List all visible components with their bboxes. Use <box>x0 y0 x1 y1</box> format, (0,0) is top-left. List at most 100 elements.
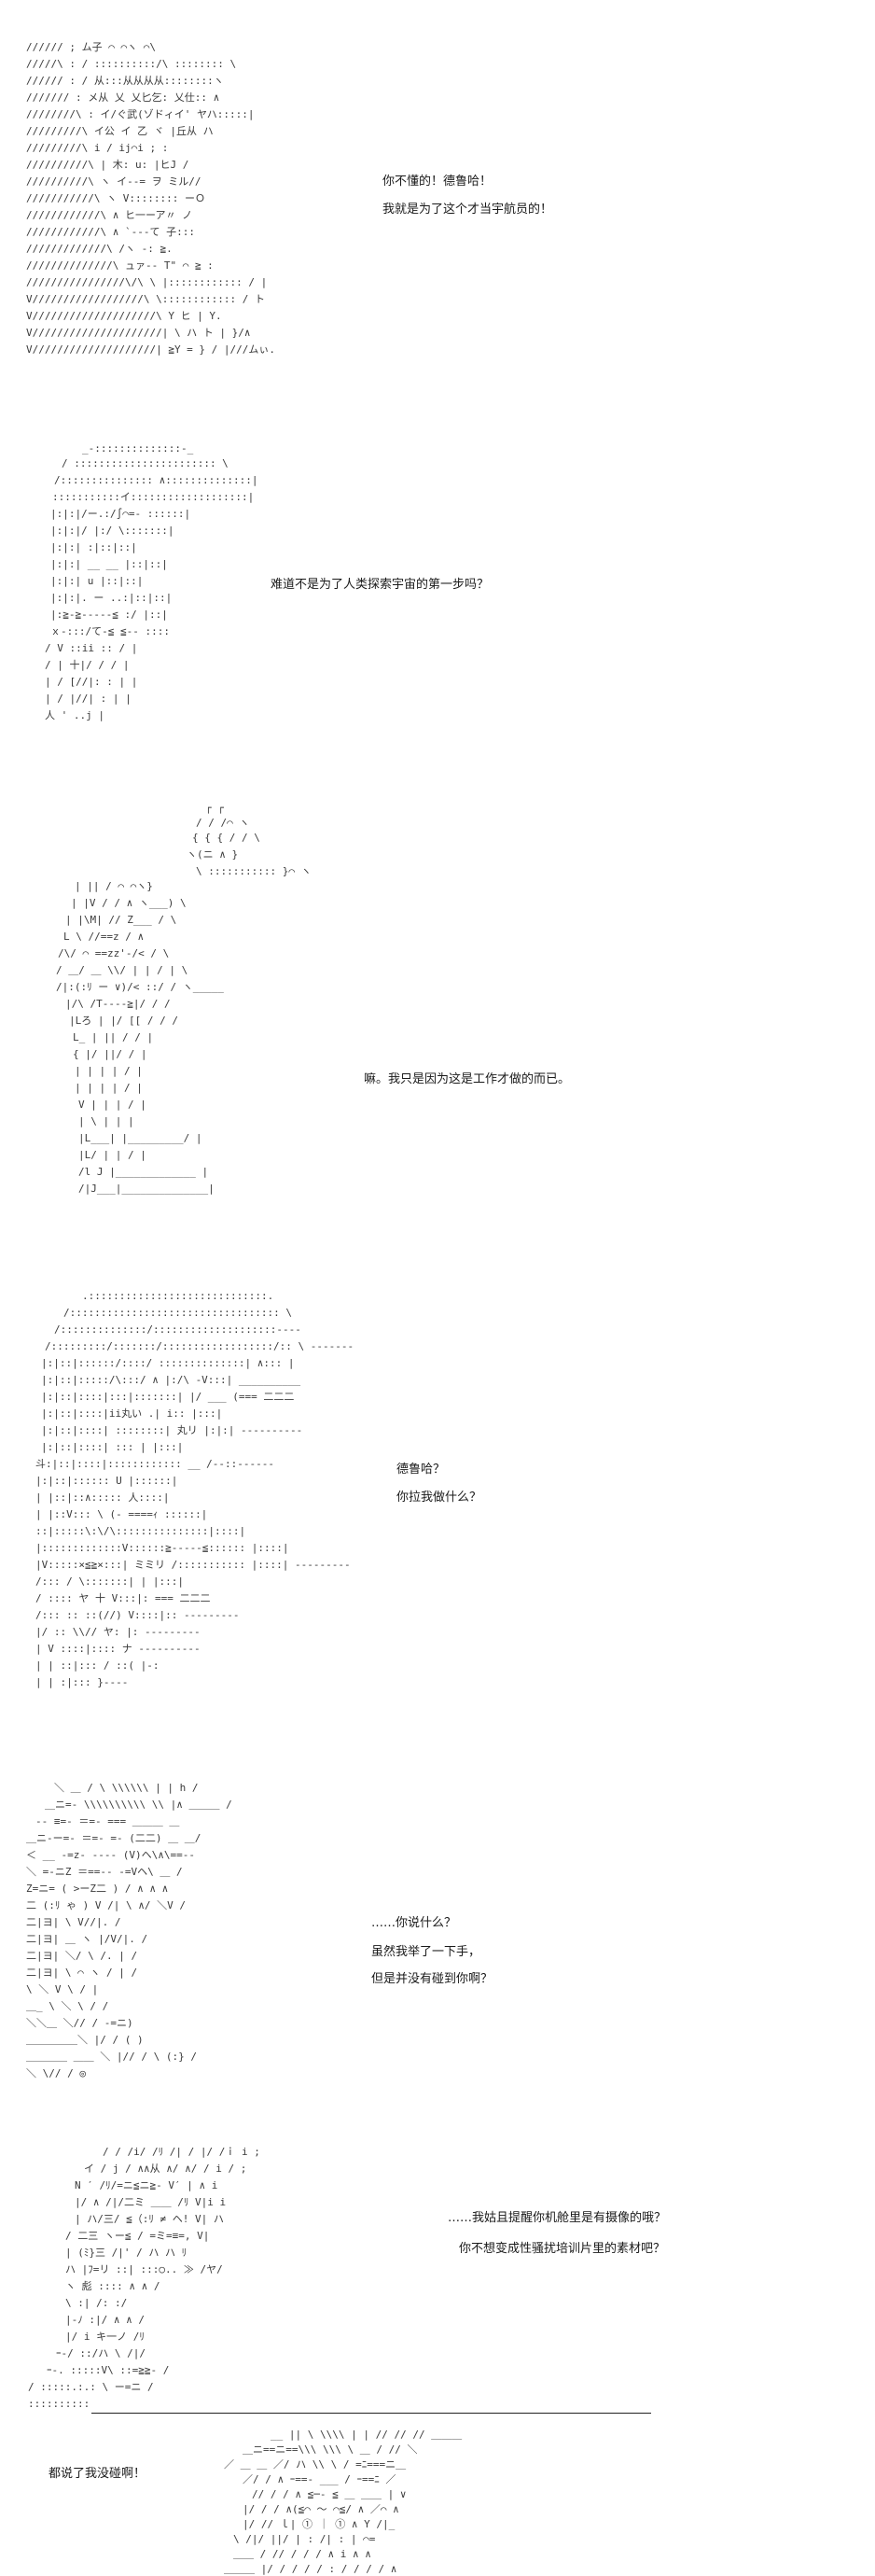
svg-text:二|ヨ| ＿ ヽ |/V/|. /: 二|ヨ| ＿ ヽ |/V/|. / <box>26 1933 147 1945</box>
svg-text:＿＿＿＿ ＿＿ ＼ |// / \ (:}: ＿＿＿＿ ＿＿ ＼ |// / \ (:} / <box>26 2051 197 2063</box>
svg-text:\ ＼ V \ / |: \ ＼ V \ / | <box>26 1983 98 1995</box>
svg-text:|:|:|/ |:/ \:::::::|: |:|:|/ |:/ \:::::::| <box>50 525 174 537</box>
svg-text:／/ / ∧ ｰ==- ___ / ｰ=: ／/ / ∧ ｰ==- ___ / ｰ==ﾆ ／ <box>243 2473 396 2485</box>
svg-text:＿＿＿ |/ / / / / : /: ＿＿＿ |/ / / / / : / / / / ∧ <box>224 2563 396 2575</box>
svg-text:\ /|/ ||/ | : /| :: \ /|/ ||/ | : /| : | ⌒= <box>233 2533 376 2545</box>
svg-text:/l J |_____________ |: /l J |_____________ | <box>78 1166 208 1178</box>
svg-text:| | :|:::: | | :|::: }---- <box>35 1676 128 1688</box>
dialogue-line: 难道不是为了人类探索宇宙的第一步吗？ <box>271 578 490 592</box>
svg-text:ｰ-/ ::/ハ \ /|/: ｰ-/ ::/ハ \ /|/ <box>56 2347 146 2359</box>
dialogue-line: 你不懂的！德鲁哈！ <box>382 175 493 189</box>
svg-text:////////////\ ∧ `---て: ////////////\ ∧ `---て 子::: <box>26 226 195 238</box>
dialogue-line: 我就是为了这个才当宇航员的！ <box>382 203 553 217</box>
svg-text:|/ / / ∧(≦⌒ ～ ⌒≦/ ∧ ／⌒ ∧: |/ / / ∧(≦⌒ ～ ⌒≦/ ∧ ／⌒ ∧ <box>243 2503 399 2515</box>
svg-text://///////////\ /ヽ -: ≧.: /////////////\ /ヽ -: ≧. <box>26 243 173 255</box>
ascii-art-shrugging-figure: ┌ ┌ / / /⌒ ヽ { { { / / \ ヽ(ニ ∧ } \ :::::… <box>56 798 392 1227</box>
svg-text:＜ __ -=z- ---- (V)ヘ\∧\=: ＜ __ -=z- ---- (V)ヘ\∧\==-- <box>26 1849 195 1861</box>
svg-text:| / [//|: : | |: | / [//|: : | | <box>45 676 137 688</box>
panel-2: _-::::::::::::::-_ / :::::::::::::::::::… <box>0 439 875 747</box>
ascii-art-astronaut-shouting: ////// ; ム子 ⌒ ⌒ヽ ⌒\ /////\ : / :::::::::… <box>26 37 446 383</box>
svg-text://////////\ | 木: u:: //////////\ | 木: u: |ヒJ / <box>26 159 188 171</box>
svg-text:////////////\ ∧ ヒ一ーア〃 ノ: ////////////\ ∧ ヒ一ーア〃 ノ <box>26 209 192 221</box>
svg-text:/::::::::::::::/::::::::::::::: /::::::::::::::/::::::::::::::::::::---- <box>54 1323 301 1336</box>
svg-text:|:|:| :|::|::|: |:|:| :|::|::| <box>50 541 137 553</box>
svg-text:斗:|::|::::|:::::::::::: __ /: 斗:|::|::::|:::::::::::: __ /--::------ <box>35 1458 274 1470</box>
svg-text:/:::::::::/:::::::/:::::::::::: /:::::::::/:::::::/::::::::::::::::::/::… <box>45 1340 354 1352</box>
svg-text:|-ﾉ :|/ ∧ ∧ /: |-ﾉ :|/ ∧ ∧ / <box>65 2314 145 2326</box>
panel-5: ＼ ＿ / \ \\\\\\ | | h / ＿ニ=- \\\\\\\\\\ \… <box>0 1778 875 2123</box>
svg-text://////////\ ヽ イ--= ヲ: //////////\ ヽ イ--= ヲ ミル// <box>26 175 201 188</box>
svg-text:|:|:|/ー.:/∫⌒=- ::::::|: |:|:|/ー.:/∫⌒=- ::::::| <box>50 508 190 520</box>
svg-text:////////\ : イ/ぐ武(ゾドィイ' ヤハ::: ////////\ : イ/ぐ武(ゾドィイ' ヤハ:::::| <box>26 108 254 120</box>
svg-text:|V:::::×≦≧×:::| ミミリ /:::::::::: |V:::::×≦≧×:::| ミミリ /::::::::::: |::::| … <box>35 1559 351 1571</box>
svg-text:////// : / 从:::从从从从:::: ////// : / 从:::从从从从::::::::ヽ <box>26 75 224 87</box>
svg-text:|Lろ | |/ [[ / / /: |Lろ | |/ [[ / / / <box>69 1015 178 1027</box>
svg-text:V////////////////////| ≧Y =: V////////////////////| ≧Y = } / |///ムぃ. <box>26 343 275 356</box>
svg-text:/::::::::::::::: ∧::::::::::::: /::::::::::::::: ∧::::::::::::::| <box>54 474 258 486</box>
svg-text:┌ ┌: ┌ ┌ <box>205 802 224 814</box>
svg-text:/ :::::.:.: \ ー=ニ /: / :::::.:.: \ ー=ニ / <box>28 2381 154 2393</box>
svg-text:/ V ::ii :: / |: / V ::ii :: / | <box>45 642 137 654</box>
ascii-art-turning-girl: .:::::::::::::::::::::::::::::. /:::::::… <box>35 1286 427 1715</box>
svg-text://///////\ イ公 イ 乙 ヾ |: /////////\ イ公 イ 乙 ヾ |丘从 ハ <box>26 125 214 137</box>
svg-text:| |::|::∧::::: 人::::|: | |::|::∧::::: 人::::| <box>35 1491 169 1504</box>
svg-text:二|ヨ| \ V//|.: 二|ヨ| \ V//|. / <box>26 1916 120 1928</box>
svg-text:// / / ∧ ≦─- ≦ ＿ ＿＿ |: // / / ∧ ≦─- ≦ ＿ ＿＿ | ∨ <box>252 2488 406 2500</box>
svg-text:|:|::|::::|:::|:::::::| |/ _: |:|::|::::|:::|:::::::| |/ ___ (=== 二二二 <box>41 1391 294 1403</box>
dialogue-line: 你不想变成性骚扰培训片里的素材吧？ <box>459 2242 666 2256</box>
svg-text:/|J___|______________|: /|J___|______________| <box>78 1183 215 1195</box>
svg-text:/ | 十|/ / / |: / | 十|/ / / | <box>45 658 129 671</box>
panel-1: ////// ; ム子 ⌒ ⌒ヽ ⌒\ /////\ : / :::::::::… <box>0 37 875 383</box>
svg-text://///////\ i / i: /////////\ i / ij⌒i ; : <box>26 142 168 154</box>
svg-text:L_ | || / / |: L_ | || / / | <box>73 1031 153 1043</box>
svg-text:二|ヨ| ＼/ \ /. | /: 二|ヨ| ＼/ \ /. | / <box>26 1950 137 1962</box>
svg-text:二|ヨ| \ ⌒ ヽ / | /: 二|ヨ| \ ⌒ ヽ / | / <box>26 1967 137 1979</box>
panel-4: .:::::::::::::::::::::::::::::. /:::::::… <box>0 1286 875 1715</box>
svg-text:| / |//| : | |: | / |//| : | | <box>45 693 132 705</box>
svg-text://///\ : / ::::::::::: /////\ : / ::::::::::/\ :::::::: \ <box>26 58 236 70</box>
svg-text:__ || \ \\\\ | | // // //: __ || \ \\\\ | | // // // ＿＿＿ <box>271 2429 462 2441</box>
svg-text:| V ::::|::::: | V ::::|:::: ナ ---------- <box>35 1643 201 1655</box>
svg-text:| |\M| // Z___ / \: | |\M| // Z___ / \ <box>65 914 176 926</box>
svg-text:ｰ-. :::::V\ ::=≧≧- /: ｰ-. :::::V\ ::=≧≧- / <box>47 2364 169 2376</box>
svg-text:＼ \// / ◎: ＼ \// / ◎ <box>26 2067 86 2079</box>
svg-text:///////////\ ヽ V::::::::: ///////////\ ヽ V:::::::: ーＯ <box>26 192 205 204</box>
svg-text:＿_ \ ＼ \ / /: ＿_ \ ＼ \ / / <box>26 2000 108 2012</box>
svg-text:V////////////////////\ Y ヒ: V////////////////////\ Y ヒ | Y. <box>26 310 222 322</box>
svg-text:ヽ(ニ ∧ }: ヽ(ニ ∧ } <box>187 848 238 861</box>
svg-text:| |V / / ∧ ヽ___) \: | |V / / ∧ ヽ___) \ <box>71 897 187 909</box>
svg-text:＼ =-ニZ ＝==-- -=Vヘ\ ＿: ＼ =-ニZ ＝==-- -=Vヘ\ ＿ / <box>26 1866 183 1878</box>
svg-text:＿＿ / // / / / ∧: ＿＿ / // / / / ∧ i ∧ ∧ <box>233 2548 371 2560</box>
panel-6: / / /i/ /ﾘ /| / |/ /ｉ i ; イ / j / ∧∧从 ∧/… <box>0 2142 875 2431</box>
dialogue-line: ……我姑且提醒你机舱里是有摄像的哦？ <box>448 2211 667 2225</box>
svg-text:N ′ /ﾘ/=ニ≦ニ≧- V′ | ∧: N ′ /ﾘ/=ニ≦ニ≧- V′ | ∧ i <box>75 2179 217 2191</box>
dialogue-line: 虽然我举了一下手， <box>371 1945 481 1959</box>
svg-text:＿ニ==ニ==\\\ \\\ \ ＿ / //: ＿ニ==ニ==\\\ \\\ \ ＿ / // ＼ <box>243 2443 417 2456</box>
svg-text:|:|::|::::| ::::::::| 丸リ |:|: |:|::|::::| ::::::::| 丸リ |:|:| ---------… <box>41 1424 302 1436</box>
svg-text:/ ＿/ ＿ \\/ | | / |: / ＿/ ＿ \\/ | | / | \ <box>56 964 188 976</box>
ascii-art-shouting-man: __ || \ \\\\ | | // // // ＿＿＿ ＿ニ==ニ==\\\… <box>187 2427 709 2576</box>
svg-text:|:|::|::::| ::: | |::: |:|::|::::| ::: | |:::| <box>41 1441 183 1453</box>
svg-text:イ / j / ∧∧从 ∧/ ∧/ / i /: イ / j / ∧∧从 ∧/ ∧/ / i / ; <box>84 2163 246 2175</box>
dialogue-line: 德鲁哈？ <box>396 1463 446 1477</box>
svg-text:{ |/ ||/ / |: { |/ ||/ / | <box>73 1048 146 1060</box>
svg-text:V//////////////////\ \::::::::: V//////////////////\ \:::::::::::: / ト <box>26 293 265 305</box>
svg-text:V | | | / |: V | | | / | <box>78 1099 146 1111</box>
svg-text:|:|::|:::::/\:::/ ∧ |:/\ -V:: |:|::|:::::/\:::/ ∧ |:/\ -V:::| ________… <box>41 1374 301 1386</box>
svg-text:| | ::|:::: | | ::|::: / ::( |-: <box>35 1659 159 1672</box>
svg-text:/ :::: ヤ 十 V:::: / :::: ヤ 十 V:::|: === 二二二 <box>35 1591 210 1604</box>
panel-divider <box>91 2413 651 2414</box>
svg-text:|:|::|::::::/::::/ :::::::::::: |:|::|::::::/::::/ ::::::::::::::| ∧::: … <box>41 1357 295 1369</box>
svg-text::::::::::::イ::::::::::::::::::: :::::::::::イ:::::::::::::::::::| <box>52 491 254 503</box>
svg-text:|/ ∧ /|/二ミ ＿＿ /ﾘ V|i: |/ ∧ /|/二ミ ＿＿ /ﾘ V|i i <box>75 2196 226 2208</box>
svg-text:::::::::::: :::::::::: <box>28 2398 90 2410</box>
svg-text:| || / ⌒ ⌒ヽ}: | || / ⌒ ⌒ヽ} <box>75 880 153 892</box>
svg-text:‐‐ ≡=- ＝=- === ＿＿＿ ＿: ‐‐ ≡=- ＝=- === ＿＿＿ ＿ <box>35 1815 179 1827</box>
svg-text:＿＿＿＿＿＼ |/ / ( ): ＿＿＿＿＿＼ |/ / ( ) <box>26 2034 144 2046</box>
svg-text:| ハ/三/ ≦（:ﾘ ≠ ヘ! V| ハ: | ハ/三/ ≦（:ﾘ ≠ ヘ! V| ハ <box>75 2213 224 2225</box>
svg-text:/ ::::::::::::::::::::::: \: / ::::::::::::::::::::::: \ <box>62 457 229 469</box>
svg-text:{ { { / / \: { { { / / \ <box>192 832 260 844</box>
svg-text:|/\ /T----≧|/ / /: |/\ /T----≧|/ / / <box>65 998 171 1010</box>
svg-text:/|:(:ﾘ ー ∨)/< ::/ / ヽ_: /|:(:ﾘ ー ∨)/< ::/ / ヽ_____ <box>56 981 224 993</box>
dialogue-line: 但是并没有碰到你啊？ <box>371 1972 493 1986</box>
